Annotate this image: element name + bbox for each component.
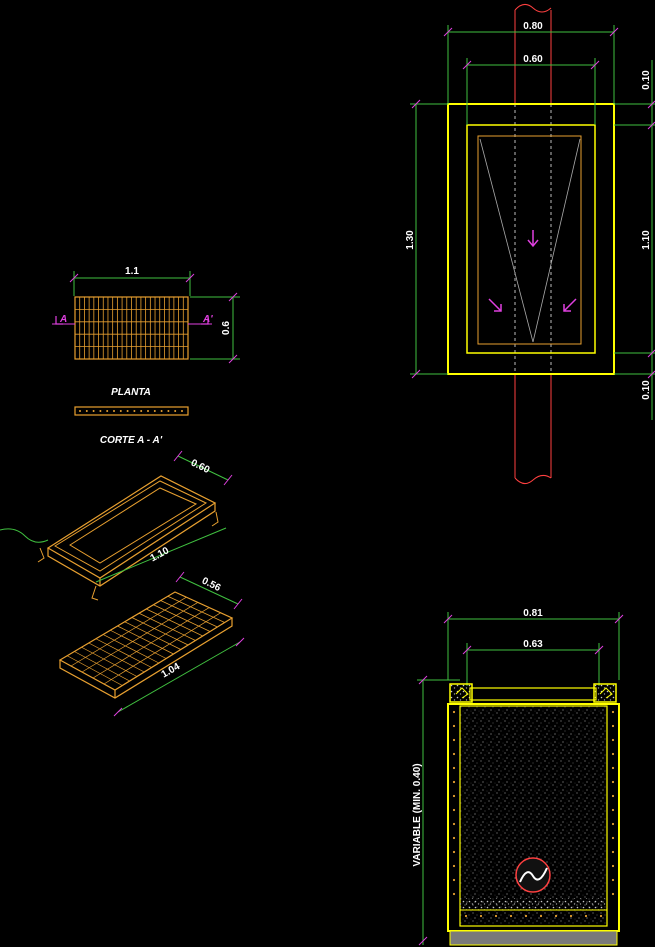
large-section-depth-label: VARIABLE (MIN. 0.40) (412, 763, 423, 866)
small-section: CORTE A - A' (74, 406, 189, 446)
large-plan: 0.80 0.60 1.30 0.10 1.10 0.10 (405, 4, 655, 484)
small-plan-width-label: 1.1 (125, 266, 139, 277)
flow-arrow-icon (488, 230, 577, 312)
large-plan-bottom-offset-label: 0.10 (641, 380, 652, 400)
large-plan-total-height-label: 1.30 (405, 230, 416, 250)
iso-frame-width-label: 0.60 (189, 458, 212, 477)
large-plan-inner-height-label: 1.10 (641, 230, 652, 250)
iso-frame: 0.60 1.10 (0, 450, 233, 601)
small-plan-title: PLANTA (111, 387, 151, 398)
small-plan-height-label: 0.6 (221, 321, 232, 335)
small-section-title: CORTE A - A' (100, 435, 163, 446)
pipe-icon (514, 4, 552, 484)
section-mark-right: A' (202, 314, 213, 325)
large-section-inner-width-label: 0.63 (523, 639, 543, 650)
large-plan-top-offset-label: 0.10 (641, 70, 652, 90)
section-mark-left: A (59, 314, 67, 325)
large-section: 0.81 0.63 VARIABLE (MIN. 0.40) (412, 608, 624, 946)
section-arrow-icon (52, 316, 212, 325)
iso-frame-length-label: 1.10 (149, 545, 172, 564)
small-plan: 1.1 0.6 A A' PLANTA (52, 266, 240, 398)
iso-grate: 0.56 1.04 (58, 571, 245, 717)
large-plan-inner-width-label: 0.60 (523, 54, 543, 65)
large-plan-outer-width-label: 0.80 (523, 21, 543, 32)
section-grate (469, 687, 597, 701)
large-section-outer-width-label: 0.81 (523, 608, 543, 619)
pipe-section-icon (515, 857, 551, 893)
